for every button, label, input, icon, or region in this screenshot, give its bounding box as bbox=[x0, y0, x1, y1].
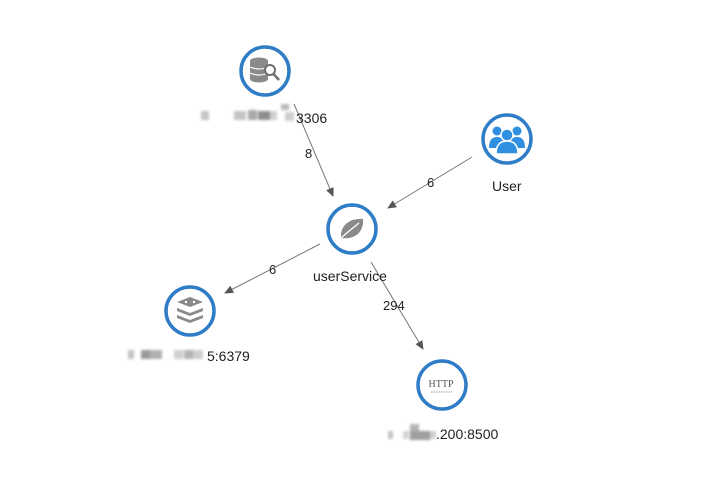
edge-label-http: 294 bbox=[383, 298, 405, 313]
edge-service-to-redis[interactable]: 6 bbox=[224, 243, 321, 294]
redacted-mask-http bbox=[388, 424, 436, 440]
node-label-redis: 5:6379 bbox=[207, 348, 250, 364]
node-user[interactable] bbox=[481, 113, 533, 165]
node-label-user-service: userService bbox=[313, 268, 387, 284]
users-group-icon bbox=[489, 126, 525, 155]
database-search-icon bbox=[249, 57, 280, 83]
node-label-user: User bbox=[492, 178, 522, 194]
edge-label-user: 6 bbox=[427, 175, 434, 190]
http-badge-text: HTTP bbox=[429, 379, 454, 390]
node-label-mysql: 3306 bbox=[296, 110, 328, 126]
node-user-service[interactable] bbox=[326, 203, 378, 255]
http-icon: HTTP bbox=[429, 379, 454, 393]
redacted-mask-redis bbox=[128, 350, 203, 359]
redis-stack-icon bbox=[177, 297, 203, 323]
edge-label-mysql: 8 bbox=[305, 146, 312, 161]
node-mysql[interactable] bbox=[239, 45, 291, 97]
edge-label-redis: 6 bbox=[269, 262, 276, 277]
leaf-icon bbox=[340, 218, 364, 239]
redacted-mask-mysql bbox=[201, 104, 294, 121]
node-label-http: .200:8500 bbox=[436, 426, 499, 442]
edge-service-to-http[interactable]: 294 bbox=[370, 261, 424, 350]
node-redis[interactable] bbox=[164, 285, 216, 337]
edge-mysql-to-service[interactable]: 8 bbox=[293, 103, 334, 197]
node-http[interactable]: HTTP bbox=[416, 359, 468, 411]
edge-user-to-service[interactable]: 6 bbox=[387, 156, 473, 209]
